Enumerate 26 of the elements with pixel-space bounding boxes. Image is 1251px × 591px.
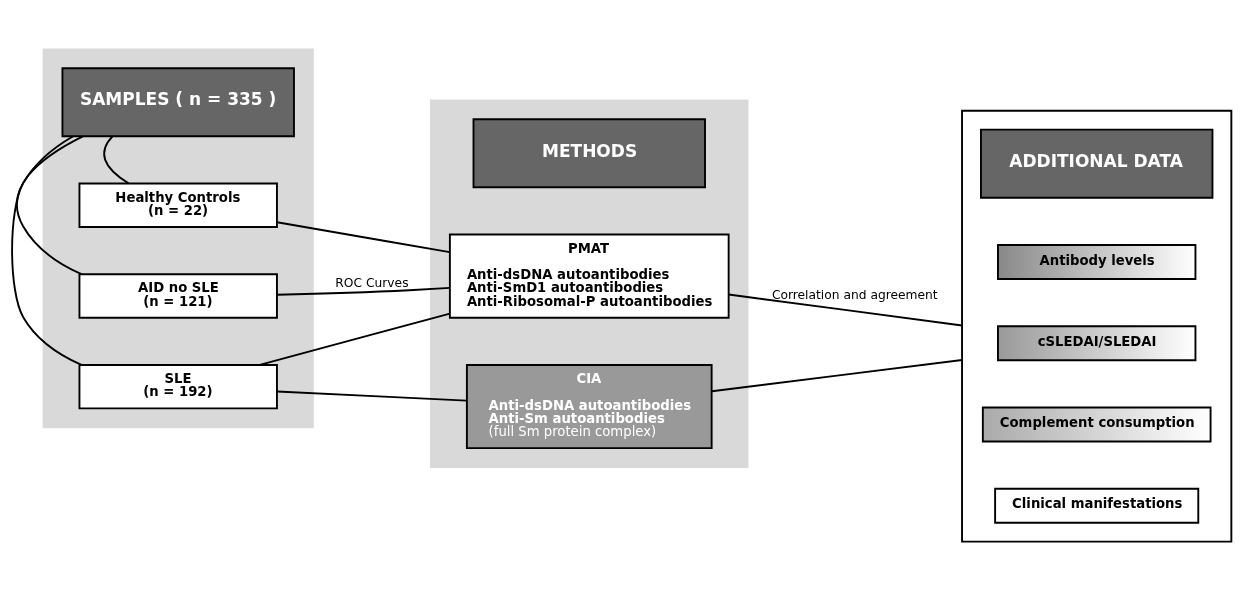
node-box: PMAT Anti-dsDNA autoantibodies Anti-SmD1 autoantibodies Anti-Ribosomal-P autoantibodies — [448, 233, 730, 319]
edge-label: ROC Curves — [335, 275, 409, 290]
connector — [258, 312, 451, 366]
connector — [276, 286, 451, 296]
node-box: Clinical manifestations — [994, 487, 1200, 524]
cluster — [42, 48, 314, 429]
cluster — [961, 109, 1233, 543]
connector — [727, 293, 963, 327]
connector — [11, 135, 83, 366]
node-box: Complement consumption — [981, 406, 1212, 443]
connector — [16, 135, 84, 276]
node-box: Healthy Controls (n = 22) — [78, 182, 278, 228]
connector — [276, 221, 451, 254]
cluster — [430, 99, 749, 468]
node-box: SLE (n = 192) — [78, 364, 278, 410]
node-box: CIA Anti-dsDNA autoantibodies Anti-Sm autoantibodies (full Sm protein complex) — [465, 364, 713, 450]
node-box: Antibody levels — [997, 244, 1197, 280]
connector — [276, 390, 468, 402]
connector — [103, 135, 130, 185]
node-box: AID no SLE (n = 121) — [78, 273, 278, 319]
node-box: cSLEDAI/SLEDAI — [997, 325, 1197, 362]
node-box: SAMPLES ( n = 335 ) — [61, 67, 295, 138]
node-box: ADDITIONAL DATA — [980, 128, 1214, 199]
node-box: METHODS — [472, 118, 706, 189]
connector — [711, 359, 963, 393]
edge-label: Correlation and agreement — [771, 288, 938, 303]
